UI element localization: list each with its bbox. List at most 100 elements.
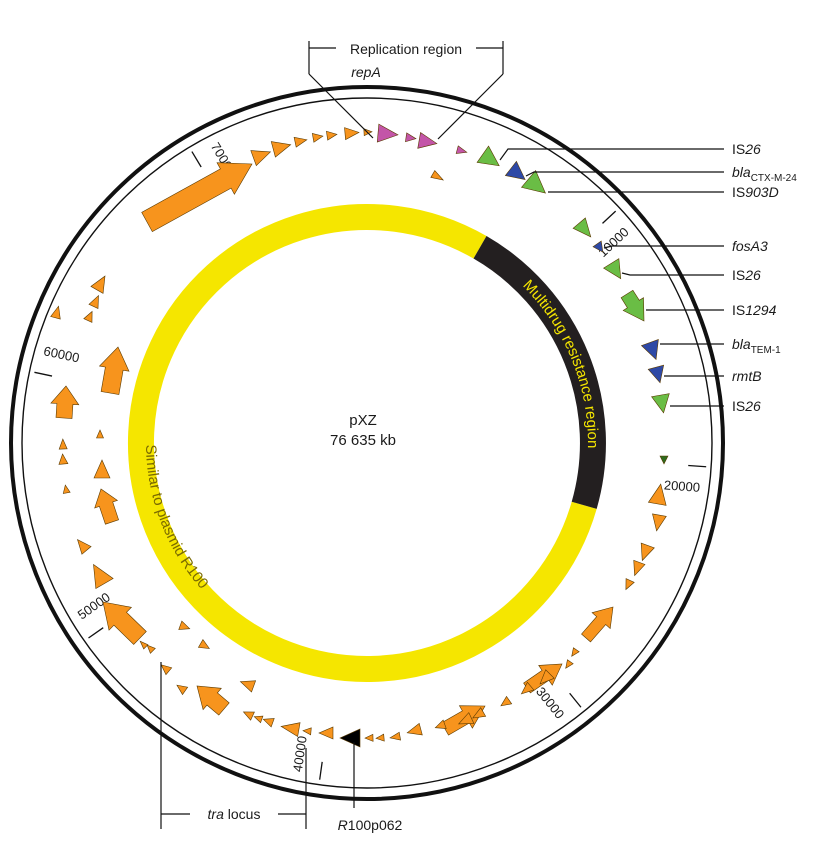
tra-gene-arrow bbox=[77, 539, 92, 555]
resistance-gene-arrow bbox=[592, 240, 604, 253]
tra-gene-arrow bbox=[326, 130, 338, 141]
gene-arrow-large bbox=[50, 385, 80, 419]
resistance-gene-arrow bbox=[640, 339, 659, 361]
tra-gene-arrow bbox=[318, 726, 334, 740]
plasmid-name: pXZ bbox=[349, 412, 377, 429]
r100p062-italic: R bbox=[338, 817, 348, 833]
tra-gene-arrow bbox=[58, 438, 68, 450]
is-gene-arrow bbox=[520, 169, 546, 194]
tra-gene-arrow bbox=[176, 684, 189, 696]
plasmid-size: 76 635 kb bbox=[330, 432, 396, 449]
replication-gene-arrow bbox=[376, 123, 399, 143]
tick-label: 40000 bbox=[290, 735, 310, 773]
tra-gene-arrow bbox=[197, 639, 210, 649]
gene-label: IS1294 bbox=[732, 302, 777, 318]
replication-region-label: Replication region bbox=[350, 41, 462, 57]
resistance-gene-arrow bbox=[647, 364, 665, 384]
is-gene-arrow bbox=[572, 217, 592, 238]
region-arc-multidrug bbox=[473, 236, 606, 509]
replication-gene-arrow bbox=[405, 132, 417, 143]
replication-region-bracket bbox=[308, 41, 504, 140]
tick-mark bbox=[688, 464, 707, 468]
tra-gene-arrow bbox=[434, 719, 447, 729]
tra-gene-arrow bbox=[270, 141, 292, 158]
tick-label: 30000 bbox=[533, 684, 567, 722]
tra-gene-arrow bbox=[146, 644, 156, 654]
gene-label: blaTEM-1 bbox=[732, 336, 781, 356]
tra-gene-arrow bbox=[500, 695, 513, 707]
gene-leader-lines bbox=[499, 148, 724, 407]
tra-gene-arrow bbox=[311, 133, 324, 143]
repA-label: repA bbox=[351, 64, 381, 80]
gene-label: rmtB bbox=[732, 368, 762, 384]
tra-gene-arrow bbox=[262, 718, 275, 728]
tra-gene-arrow bbox=[90, 275, 106, 294]
tick-mark bbox=[191, 151, 202, 168]
tra-gene-arrow bbox=[640, 542, 655, 562]
tra-gene-arrow bbox=[250, 150, 272, 167]
r100p062-rest: 100p062 bbox=[348, 817, 403, 833]
tra-gene-arrow bbox=[178, 620, 191, 630]
tra-gene-arrow bbox=[62, 484, 71, 494]
gene-leader bbox=[499, 148, 724, 161]
gene-arrow-large bbox=[94, 488, 119, 525]
tra-gene-arrow bbox=[571, 647, 580, 657]
gene-arrow-large bbox=[98, 346, 130, 395]
tick-mark bbox=[319, 761, 323, 780]
resistance-gene-arrow bbox=[504, 160, 526, 180]
tra-gene-arrow bbox=[293, 136, 308, 148]
tra-gene-arrow bbox=[472, 707, 487, 719]
gene-label: blaCTX-M-24 bbox=[732, 164, 797, 184]
is-arrow-large bbox=[620, 289, 645, 322]
gene-label: fosA3 bbox=[732, 238, 768, 254]
tick-label: 60000 bbox=[42, 343, 80, 365]
tra-gene-arrow bbox=[389, 731, 401, 741]
tra-gene-arrow bbox=[565, 659, 574, 669]
tra-gene-arrow bbox=[430, 170, 445, 181]
tra-locus-label: tra locus bbox=[208, 806, 261, 822]
outer-ring bbox=[9, 85, 725, 801]
gene-leader bbox=[525, 171, 724, 177]
tra-gene-arrow bbox=[406, 722, 423, 736]
tick-mark bbox=[88, 627, 104, 639]
replication-gene-arrow bbox=[417, 132, 438, 149]
tick-mark bbox=[569, 692, 582, 708]
tick-label: 20000 bbox=[663, 477, 700, 494]
tra-gene-arrow bbox=[375, 733, 385, 742]
is-gene-arrow bbox=[603, 258, 622, 280]
tra-gene-arrow bbox=[344, 127, 360, 141]
region-arc-r100 bbox=[127, 204, 597, 682]
gene-features bbox=[50, 123, 670, 748]
gene-arrow-large bbox=[581, 606, 614, 643]
tick-mark bbox=[34, 371, 53, 377]
tra-gene-arrow bbox=[647, 483, 667, 506]
tra-gene-arrow bbox=[539, 669, 555, 685]
tra-locus-italic: tra bbox=[208, 806, 225, 822]
replication-gene-arrow bbox=[455, 145, 468, 154]
tra-locus-rest: locus bbox=[224, 806, 261, 822]
tra-gene-arrow bbox=[139, 640, 149, 650]
tra-gene-arrow bbox=[93, 459, 111, 479]
tra-gene-arrow bbox=[88, 294, 99, 310]
is-gene-arrow bbox=[659, 455, 669, 465]
tra-gene-arrow bbox=[50, 305, 61, 320]
is-gene-arrow bbox=[476, 145, 500, 167]
tick-mark bbox=[602, 210, 617, 224]
tra-gene-arrow bbox=[633, 559, 646, 577]
gene-leader bbox=[603, 245, 724, 249]
tra-gene-arrow bbox=[239, 680, 257, 693]
gene-label: IS26 bbox=[732, 141, 761, 157]
gene-leader bbox=[621, 272, 724, 276]
tra-gene-arrow bbox=[652, 513, 667, 532]
tra-gene-arrow bbox=[280, 722, 301, 737]
tra-gene-arrow bbox=[160, 664, 173, 676]
gene-arrow-large bbox=[102, 601, 147, 645]
tra-gene-arrow bbox=[93, 563, 114, 590]
tra-gene-arrow bbox=[302, 727, 312, 736]
tra-locus-bracket bbox=[160, 662, 307, 829]
gene-arrow-large bbox=[196, 685, 230, 716]
tra-gene-arrow bbox=[520, 681, 535, 695]
tra-gene-arrow bbox=[83, 310, 93, 323]
r100p062-marker bbox=[339, 728, 361, 748]
